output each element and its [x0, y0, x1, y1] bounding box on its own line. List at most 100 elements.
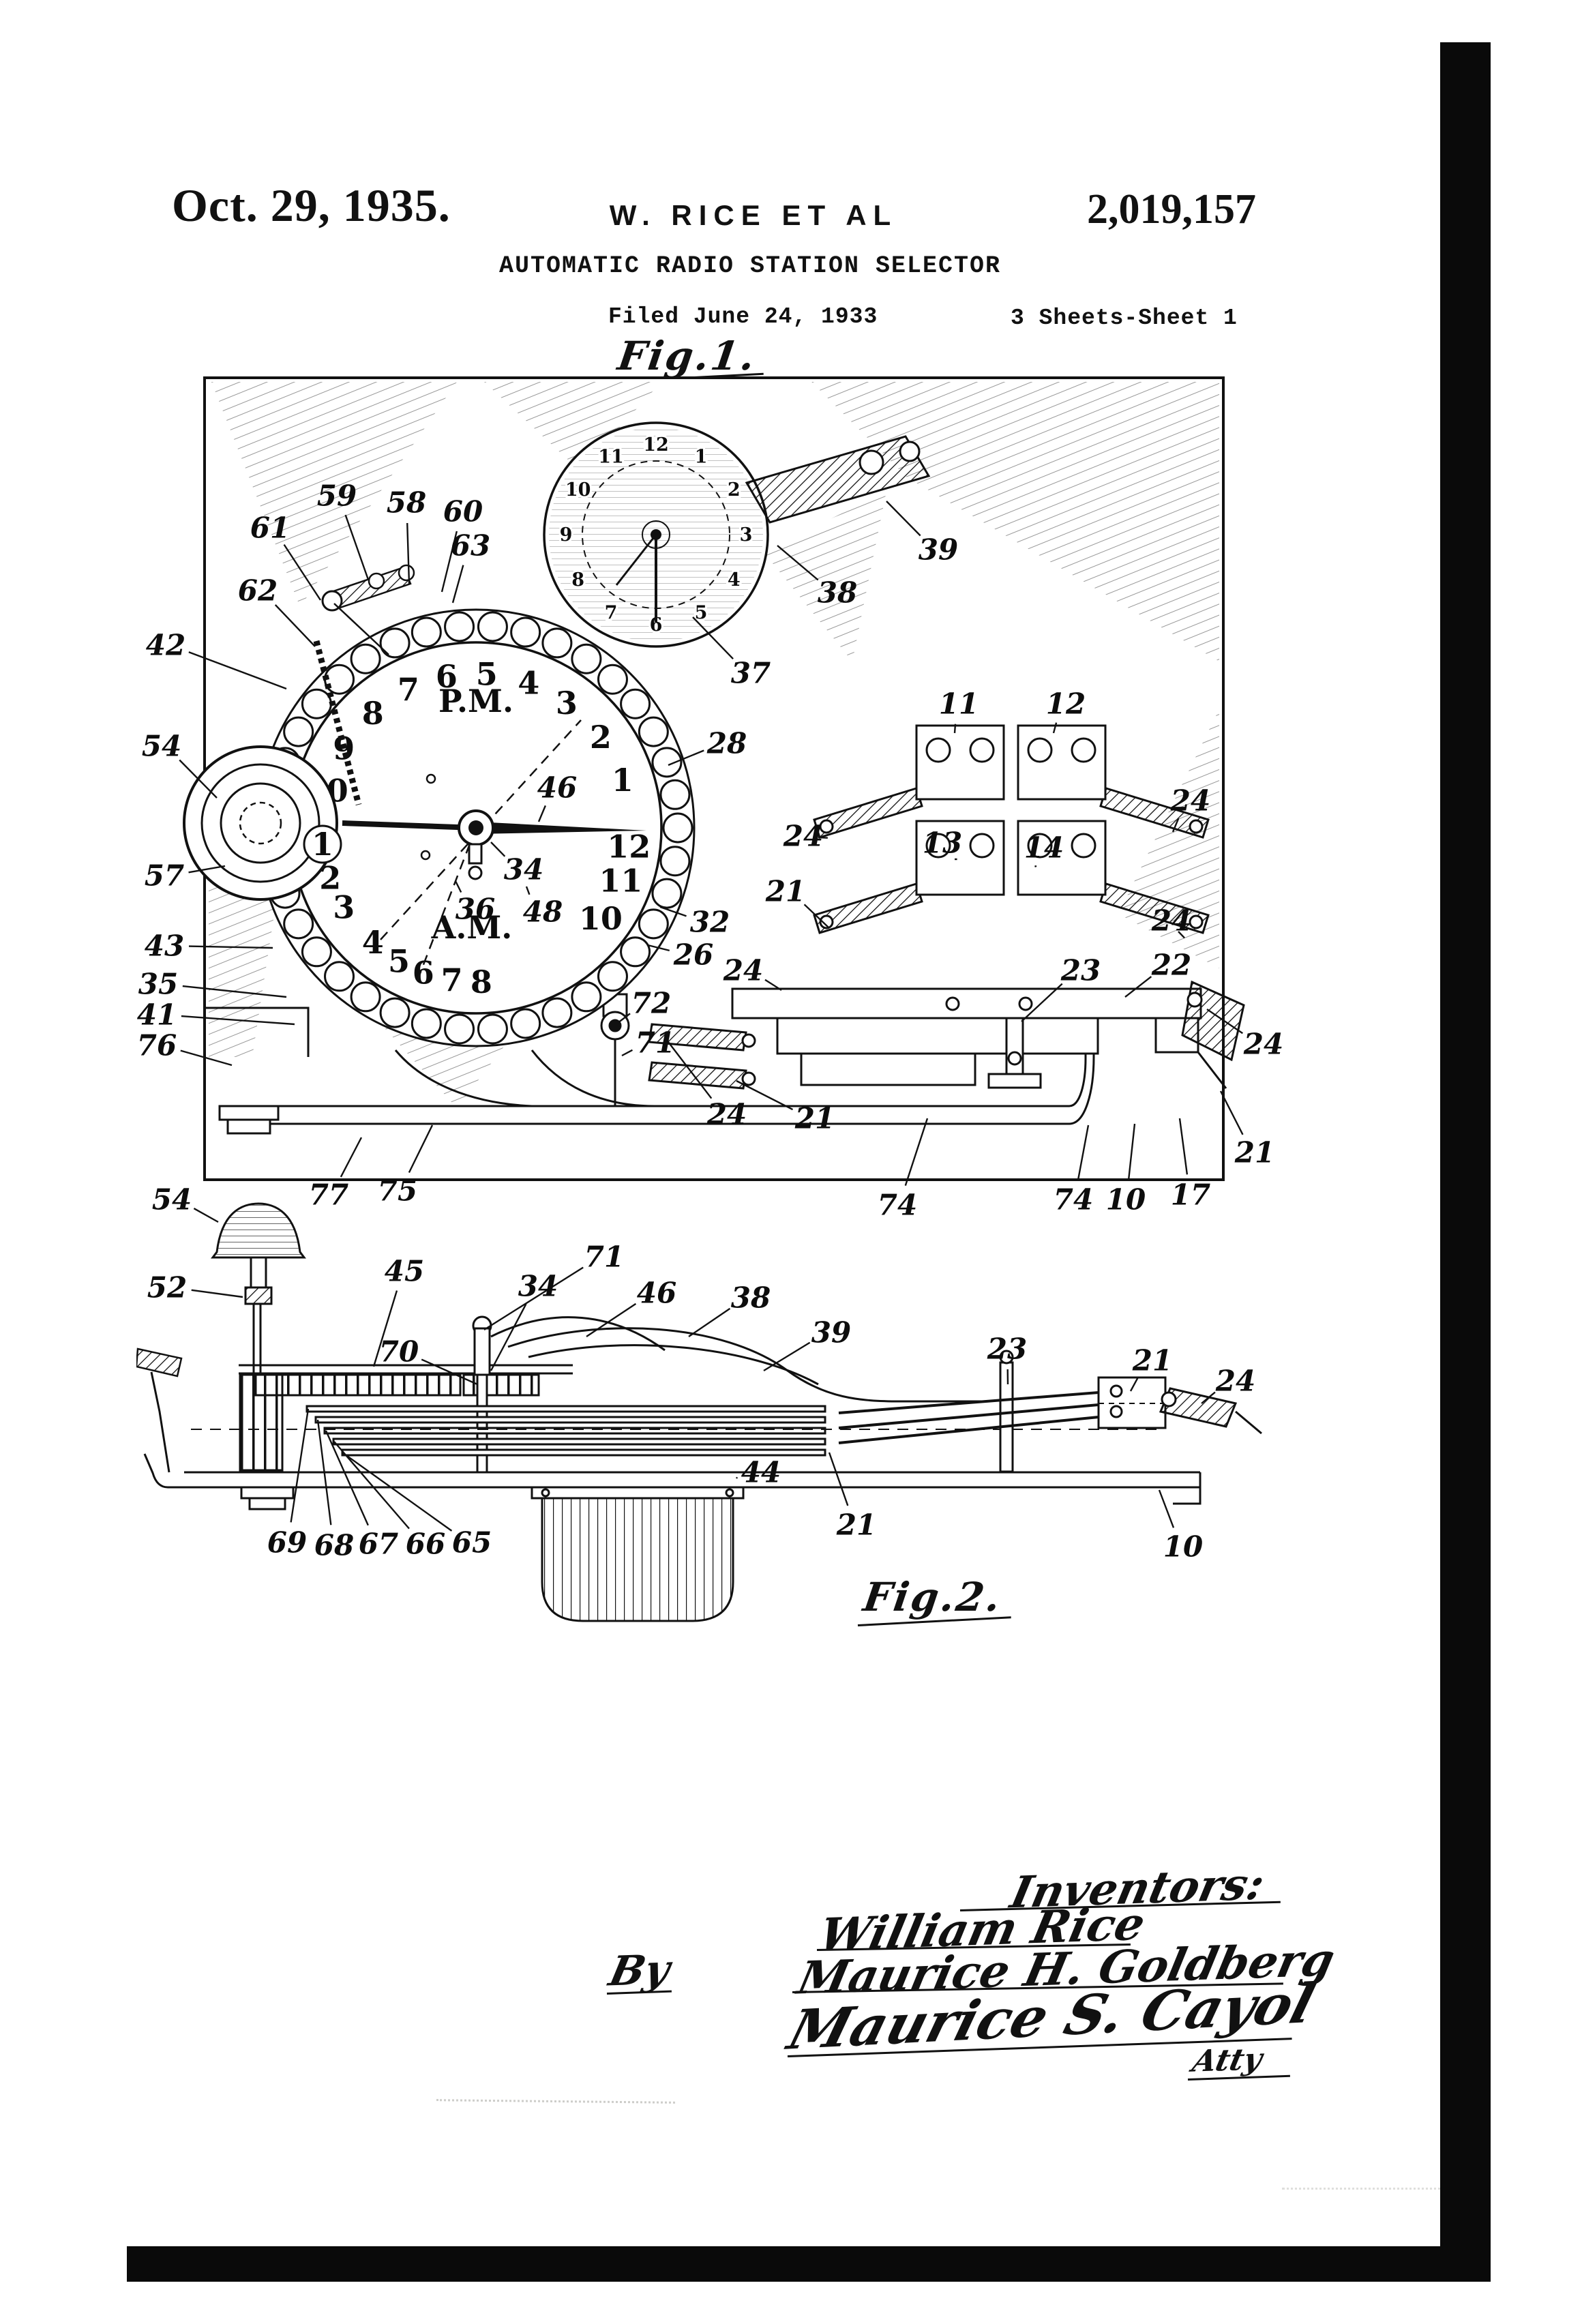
svg-text:4: 4	[518, 665, 539, 702]
svg-text:4: 4	[362, 924, 384, 961]
part-label-34: 34	[518, 1269, 558, 1303]
svg-text:2: 2	[728, 479, 741, 501]
svg-text:11: 11	[598, 447, 624, 468]
part-label-48: 48	[522, 895, 563, 929]
part-label-59: 59	[316, 479, 357, 513]
selector-pointer	[476, 822, 646, 834]
svg-text:8: 8	[362, 695, 384, 732]
svg-text:6: 6	[413, 954, 434, 991]
part-label-71: 71	[584, 1240, 625, 1274]
svg-text:12: 12	[643, 434, 669, 456]
part-label-24: 24	[706, 1097, 747, 1131]
part-label-54: 54	[141, 729, 182, 763]
svg-text:6: 6	[436, 658, 458, 695]
part-label-45: 45	[384, 1254, 425, 1288]
svg-text:12: 12	[607, 829, 651, 865]
part-label-41: 41	[136, 998, 177, 1032]
part-label-38: 38	[817, 576, 858, 610]
part-label-24: 24	[1170, 784, 1211, 818]
part-label-21: 21	[765, 874, 806, 908]
part-label-72: 72	[631, 986, 672, 1020]
svg-text:1: 1	[612, 762, 633, 799]
svg-text:2: 2	[590, 719, 612, 756]
patent-date: Oct. 29, 1935.	[172, 179, 451, 231]
selector-dial: 123456789101211108765432 P.M. A.M.	[256, 608, 696, 1047]
part-label-17: 17	[1170, 1178, 1211, 1212]
linkage-assembly	[205, 980, 1245, 1135]
part-label-54: 54	[151, 1182, 192, 1217]
svg-text:3: 3	[740, 524, 753, 546]
part-label-76: 76	[136, 1028, 177, 1062]
clock-hand-hour	[615, 534, 657, 586]
svg-text:7: 7	[441, 962, 463, 998]
part-label-10: 10	[1163, 1530, 1204, 1564]
svg-text:5: 5	[388, 943, 410, 980]
sheet-line: 3 Sheets-Sheet 1	[1011, 306, 1238, 331]
part-label-39: 39	[811, 1315, 852, 1350]
svg-text:4: 4	[728, 569, 741, 591]
part-label-21: 21	[1234, 1135, 1275, 1170]
part-label-69: 69	[267, 1525, 308, 1560]
scan-artifact	[1282, 2188, 1446, 2190]
filed-line: Filed June 24, 1933	[608, 304, 878, 329]
part-label-66: 66	[405, 1527, 446, 1561]
svg-text:8: 8	[571, 569, 584, 591]
svg-text:8: 8	[471, 964, 492, 1000]
part-label-43: 43	[144, 929, 185, 963]
circled-one: 1	[312, 826, 333, 863]
part-label-21: 21	[836, 1508, 877, 1542]
part-label-65: 65	[451, 1525, 492, 1560]
part-label-24: 24	[1215, 1364, 1256, 1398]
part-label-57: 57	[144, 859, 185, 893]
part-label-61: 61	[250, 511, 290, 545]
patent-title: AUTOMATIC RADIO STATION SELECTOR	[498, 252, 1002, 280]
contact-brackets	[813, 724, 1210, 934]
part-label-60: 60	[443, 494, 483, 528]
part-label-14: 14	[1024, 831, 1064, 865]
motor-housing	[541, 1497, 734, 1622]
svg-text:3: 3	[556, 685, 578, 721]
part-label-11: 11	[938, 687, 979, 721]
part-label-32: 32	[689, 905, 730, 939]
part-label-74: 74	[1053, 1182, 1094, 1217]
svg-text:11: 11	[599, 862, 642, 899]
ratchet-parts	[321, 564, 415, 655]
part-label-24: 24	[723, 953, 764, 987]
svg-text:5: 5	[476, 656, 498, 693]
patent-authors: W. RICE ET AL	[609, 199, 898, 231]
svg-text:7: 7	[605, 602, 618, 623]
part-label-37: 37	[730, 656, 771, 690]
svg-text:3: 3	[333, 889, 355, 925]
part-label-74: 74	[877, 1188, 918, 1222]
svg-text:6: 6	[650, 614, 663, 636]
part-label-34: 34	[503, 852, 544, 887]
part-label-77: 77	[308, 1178, 349, 1212]
part-label-23: 23	[1060, 953, 1101, 987]
tuning-knob: 1	[183, 745, 342, 901]
clock-lever	[745, 435, 931, 524]
part-label-36: 36	[455, 892, 496, 926]
part-label-13: 13	[922, 826, 963, 860]
part-label-71: 71	[635, 1026, 676, 1060]
part-label-70: 70	[378, 1335, 419, 1369]
am-label: A.M.	[431, 909, 513, 946]
part-label-21: 21	[794, 1101, 835, 1135]
part-label-23: 23	[987, 1332, 1028, 1366]
svg-text:10: 10	[579, 900, 623, 937]
part-label-58: 58	[386, 486, 427, 520]
side-view-assembly	[136, 1202, 1262, 1622]
svg-text:10: 10	[565, 479, 591, 501]
part-label-67: 67	[358, 1527, 399, 1561]
scan-edge-right	[1440, 42, 1491, 2282]
part-label-46: 46	[537, 771, 578, 805]
part-label-21: 21	[1132, 1343, 1173, 1377]
bell-knob	[211, 1202, 306, 1259]
svg-text:1: 1	[695, 447, 708, 468]
spring	[313, 640, 362, 806]
part-label-52: 52	[147, 1270, 188, 1305]
scan-edge-bottom	[127, 2246, 1444, 2282]
